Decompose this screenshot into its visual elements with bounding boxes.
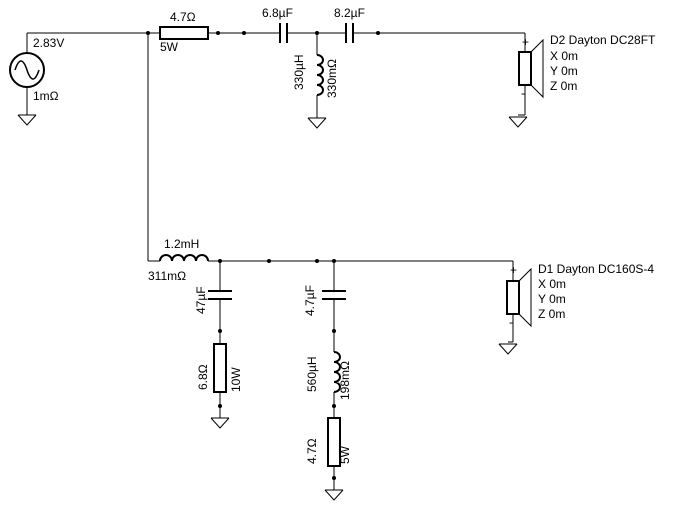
resistor-zobel-value: 6.8Ω	[196, 364, 210, 390]
capacitor-c1-tweeter-value: 6.8µF	[262, 6, 293, 20]
capacitor-zobel[interactable]	[208, 290, 232, 300]
resistor-notch-power: 5W	[338, 445, 352, 464]
junction-dot	[218, 329, 222, 333]
resistor-zobel-power: 10W	[229, 367, 243, 392]
junction-dot	[267, 259, 271, 263]
inductor-notch-value: 560µH	[305, 356, 319, 392]
tweeter-driver-name: D2 Dayton DC28FT	[550, 33, 656, 47]
inductor-shunt-tweeter[interactable]	[316, 54, 324, 96]
capacitor-notch[interactable]	[322, 290, 346, 300]
tweeter-driver-minus: -	[521, 86, 525, 100]
junction-dot	[332, 476, 336, 480]
tweeter-driver-y: Y 0m	[550, 64, 578, 78]
resistor-r-tweeter-value: 4.7Ω	[170, 10, 196, 24]
junction-dot	[315, 259, 319, 263]
inductor-series-woofer-resistance: 311mΩ	[148, 269, 186, 283]
woofer-driver[interactable]	[506, 267, 532, 328]
speaker-icon	[506, 280, 520, 315]
capacitor-zobel-value: 47µF	[194, 286, 208, 314]
woofer-driver-z: Z 0m	[538, 307, 565, 321]
ground-symbol-woofer	[498, 341, 518, 355]
ground-symbol-zobel	[210, 417, 230, 429]
junction-dot	[216, 31, 220, 35]
ground-symbol-notch	[324, 489, 344, 501]
source-voltage-label: 2.83V	[33, 36, 64, 50]
woofer-driver-y: Y 0m	[538, 292, 566, 306]
resistor-zobel[interactable]	[213, 343, 227, 393]
voltage-source[interactable]	[9, 33, 45, 115]
inductor-series-woofer-value: 1.2mH	[164, 237, 199, 251]
woofer-driver-x: X 0m	[538, 277, 566, 291]
junction-dot	[242, 31, 246, 35]
ground-symbol-tweeter	[508, 114, 528, 128]
junction-dot	[332, 404, 336, 408]
junction-dot	[376, 31, 380, 35]
inductor-notch[interactable]	[333, 351, 341, 393]
woofer-driver-minus: -	[509, 315, 513, 329]
junction-dot	[332, 329, 336, 333]
resistor-r-tweeter[interactable]	[159, 26, 209, 40]
speaker-icon	[518, 51, 532, 86]
resistor-notch-value: 4.7Ω	[305, 438, 319, 464]
capacitor-c2-tweeter[interactable]	[345, 23, 354, 43]
ground-symbol-tweeter-shunt	[307, 117, 327, 129]
inductor-notch-resistance: 198mΩ	[338, 361, 352, 400]
woofer-driver-name: D1 Dayton DC160S-4	[538, 262, 654, 276]
capacitor-c2-tweeter-value: 8.2µF	[334, 6, 365, 20]
source-resistance-label: 1mΩ	[33, 89, 59, 103]
inductor-shunt-tweeter-value: 330µH	[292, 54, 306, 90]
capacitor-notch-value: 4.7µF	[303, 285, 317, 316]
tweeter-driver-plus: +	[522, 35, 529, 49]
junction-dot	[146, 31, 150, 35]
woofer-driver-plus: +	[510, 263, 517, 277]
inductor-series-woofer[interactable]	[159, 254, 209, 262]
resistor-r-tweeter-power: 5W	[160, 40, 179, 54]
ground-symbol-source	[17, 114, 37, 126]
tweeter-driver-x: X 0m	[550, 49, 578, 63]
sine-wave-icon	[14, 60, 40, 80]
capacitor-c1-tweeter[interactable]	[279, 23, 288, 43]
tweeter-driver-z: Z 0m	[550, 79, 577, 93]
junction-dot	[218, 404, 222, 408]
inductor-shunt-tweeter-resistance: 330mΩ	[325, 59, 339, 98]
